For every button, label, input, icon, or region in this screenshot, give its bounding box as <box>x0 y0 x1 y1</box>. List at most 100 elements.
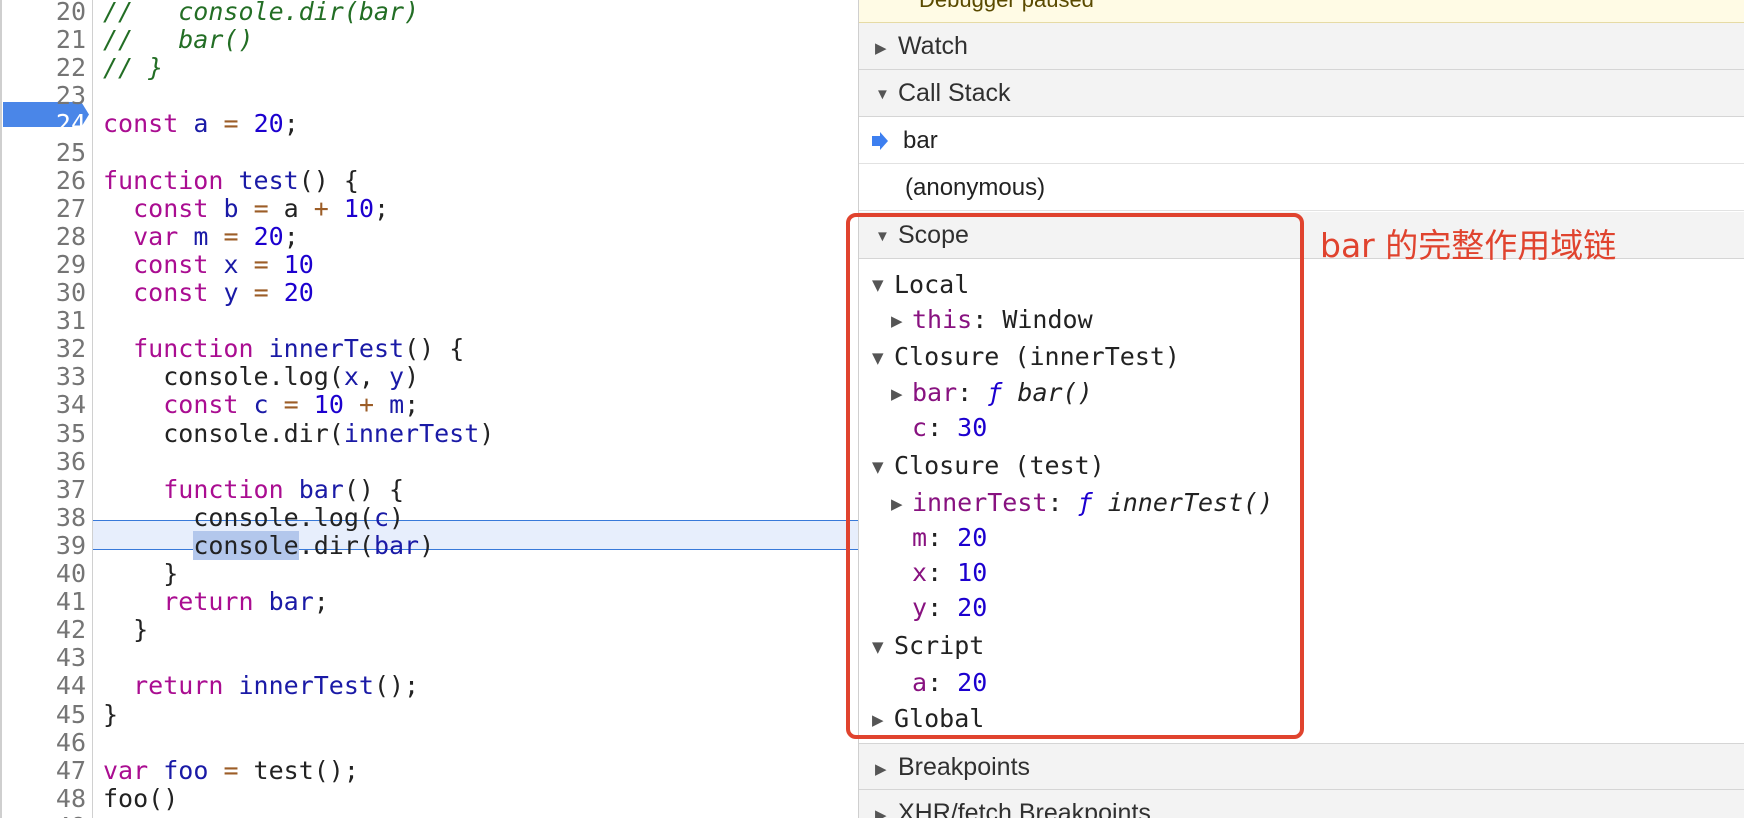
expand-triangle-icon[interactable]: ▶ <box>891 385 903 403</box>
scope-prop-bar[interactable]: bar: ƒ bar() <box>912 378 1093 407</box>
code-line[interactable]: } <box>103 616 148 644</box>
line-number[interactable]: 46 <box>55 727 86 757</box>
scope-local[interactable]: Local <box>894 270 969 300</box>
code-line[interactable]: return bar; <box>103 588 329 616</box>
code-line[interactable]: } <box>103 700 118 729</box>
expand-triangle-icon[interactable]: ▶ <box>891 495 903 513</box>
code-line[interactable]: // } <box>103 54 163 82</box>
expand-triangle-icon[interactable]: ▶ <box>891 312 903 330</box>
scope-script[interactable]: Script <box>894 631 984 661</box>
code-line[interactable]: } <box>103 560 178 588</box>
code-token: var <box>133 221 179 251</box>
code-line[interactable]: // console.dir(bar) <box>103 0 419 26</box>
line-number[interactable]: 35 <box>55 418 86 448</box>
scope-prop-a[interactable]: a: 20 <box>912 668 988 697</box>
scope-closure-test[interactable]: Closure (test) <box>894 451 1105 481</box>
call-stack-section-header[interactable]: ▼ Call Stack <box>859 70 1744 117</box>
line-number[interactable]: 28 <box>55 221 86 251</box>
expand-triangle-icon[interactable]: ▶ <box>875 807 887 818</box>
line-number[interactable]: 37 <box>55 474 86 504</box>
code-line[interactable]: console.dir(innerTest) <box>103 419 494 448</box>
code-line[interactable]: function bar() { <box>103 475 404 504</box>
line-number[interactable]: 22 <box>55 53 86 83</box>
scope-prop-innertest[interactable]: innerTest: ƒ innerTest() <box>912 488 1274 517</box>
collapse-triangle-icon[interactable]: ▼ <box>875 228 890 245</box>
line-number[interactable]: 23 <box>55 81 86 111</box>
line-number[interactable]: 47 <box>55 755 86 785</box>
xhr-breakpoints-section-header[interactable]: ▶ XHR/fetch Breakpoints <box>859 790 1744 818</box>
line-number[interactable]: 38 <box>55 502 86 532</box>
line-number[interactable]: 48 <box>55 783 86 813</box>
code-token <box>208 756 223 785</box>
collapse-triangle-icon[interactable]: ▼ <box>872 276 884 294</box>
scope-prop-m[interactable]: m: 20 <box>912 523 988 552</box>
line-number[interactable]: 42 <box>55 615 86 645</box>
line-number[interactable]: 21 <box>55 25 86 55</box>
line-number[interactable]: 43 <box>55 643 86 673</box>
code-line[interactable]: foo() <box>103 784 178 813</box>
code-token <box>269 250 284 279</box>
code-line[interactable]: console.dir(bar) <box>103 530 434 560</box>
line-number[interactable]: 20 <box>55 0 86 26</box>
call-frame-bar[interactable]: bar <box>859 117 1744 164</box>
expand-triangle-icon[interactable]: ▶ <box>872 711 884 729</box>
code-line[interactable]: const y = 20 <box>103 279 314 307</box>
code-line[interactable]: const x = 10 <box>103 250 314 279</box>
scope-closure-innertest[interactable]: Closure (innerTest) <box>894 342 1180 372</box>
prop-value: 20 <box>957 593 988 622</box>
scope-closure-label: Closure (test) <box>894 451 1105 480</box>
scope-prop-this[interactable]: this: Window <box>912 305 1093 334</box>
collapse-triangle-icon[interactable]: ▼ <box>872 458 884 476</box>
code-token: a <box>193 109 209 139</box>
code-token: 20 <box>283 278 314 307</box>
scope-global[interactable]: Global <box>894 704 984 734</box>
code-token <box>178 109 193 138</box>
line-number[interactable]: 40 <box>55 559 86 588</box>
watch-section-header[interactable]: ▶ Watch <box>859 23 1744 70</box>
scope-prop-x[interactable]: x: 10 <box>912 558 988 587</box>
line-number[interactable]: 32 <box>55 334 86 364</box>
code-line[interactable]: var m = 20; <box>103 221 299 251</box>
line-number[interactable]: 33 <box>55 362 86 392</box>
line-number[interactable]: 27 <box>55 193 86 223</box>
code-line[interactable]: const b = a + 10; <box>103 194 389 223</box>
code-token: function <box>103 165 224 195</box>
line-number[interactable]: 24 <box>55 109 86 139</box>
code-line[interactable]: return innerTest(); <box>103 672 419 700</box>
line-number[interactable]: 44 <box>55 671 86 701</box>
line-number[interactable]: 39 <box>55 530 86 560</box>
line-number[interactable]: 30 <box>55 278 86 307</box>
breakpoint-marker[interactable] <box>3 102 89 127</box>
scope-prop-c[interactable]: c: 30 <box>912 413 988 442</box>
expand-triangle-icon[interactable]: ▶ <box>875 761 887 778</box>
line-number[interactable]: 25 <box>55 137 86 167</box>
collapse-triangle-icon[interactable]: ▼ <box>872 638 884 656</box>
code-line[interactable]: const a = 20; <box>103 110 299 138</box>
line-number[interactable]: 29 <box>55 249 86 279</box>
collapse-triangle-icon[interactable]: ▼ <box>875 86 890 103</box>
line-number[interactable]: 26 <box>55 165 86 195</box>
code-line[interactable]: const c = 10 + m; <box>103 391 419 419</box>
call-frame-anonymous[interactable]: (anonymous) <box>859 164 1744 211</box>
expand-triangle-icon[interactable]: ▶ <box>875 40 887 57</box>
line-number[interactable]: 49 <box>0 812 86 818</box>
scope-prop-y[interactable]: y: 20 <box>912 593 988 622</box>
line-number[interactable]: 36 <box>55 446 86 476</box>
code-token: = <box>283 390 299 420</box>
breakpoints-section-header[interactable]: ▶ Breakpoints <box>859 743 1744 790</box>
line-number[interactable]: 31 <box>55 306 86 336</box>
code-line[interactable]: // bar() <box>103 26 254 54</box>
code-token: , <box>358 362 389 392</box>
code-line[interactable]: console.log(c) <box>103 503 404 532</box>
code-line[interactable]: function innerTest() { <box>103 335 464 363</box>
code-line[interactable]: console.log(x, y) <box>103 363 419 391</box>
paused-banner-text: Debugger paused <box>919 0 1094 13</box>
line-number[interactable]: 34 <box>55 390 86 420</box>
line-number[interactable]: 41 <box>55 587 86 617</box>
line-number[interactable]: 45 <box>55 699 86 729</box>
collapse-triangle-icon[interactable]: ▼ <box>872 349 884 367</box>
code-line[interactable]: var foo = test(); <box>103 756 359 785</box>
code-line[interactable]: function test() { <box>103 165 359 195</box>
